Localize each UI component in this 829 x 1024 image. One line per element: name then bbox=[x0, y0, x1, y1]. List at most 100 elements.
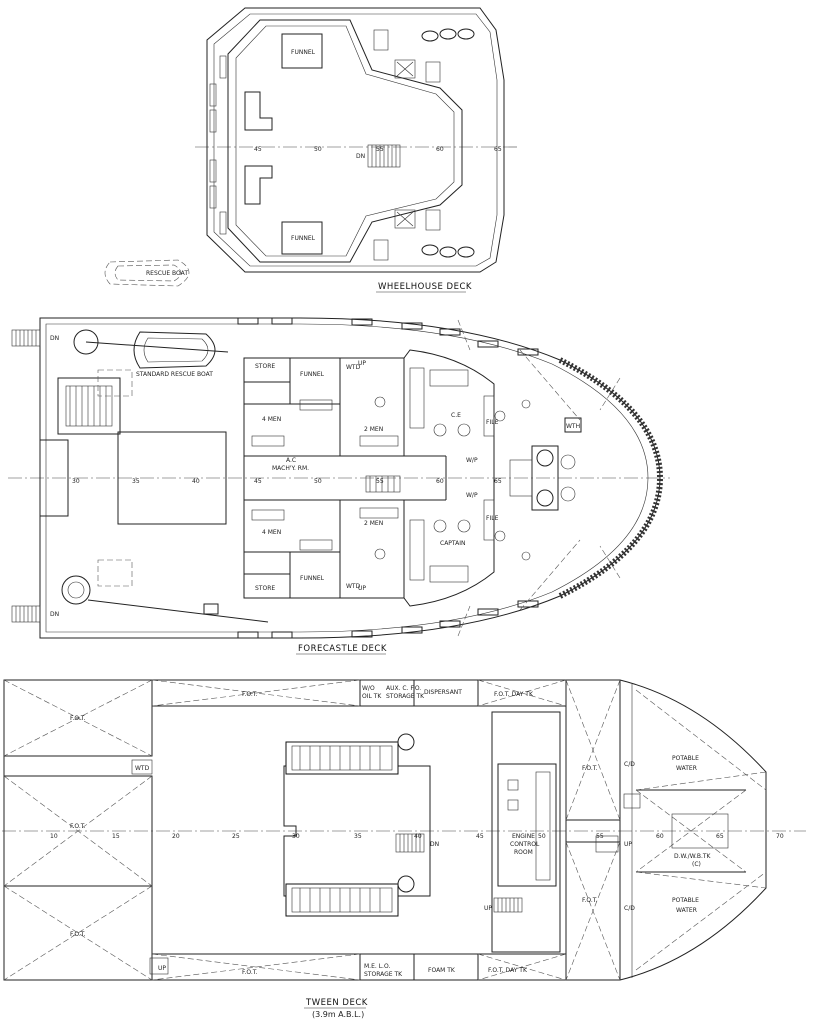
funnel-top-label: FUNNEL bbox=[291, 49, 316, 56]
wheelhouse-frame-numbers: 45 50 55 60 65 bbox=[254, 146, 502, 153]
2-men-top-label: 2 MEN bbox=[364, 426, 383, 433]
fender-pad bbox=[401, 626, 423, 634]
main-engine-port bbox=[285, 733, 415, 775]
wheelhouse-frame-45: 45 bbox=[254, 146, 262, 153]
tween-frame-70: 70 bbox=[776, 833, 784, 840]
wheelhouse-funnel-top bbox=[281, 33, 323, 69]
forecastle-frame-45: 45 bbox=[254, 478, 262, 485]
forecastle-frame-60: 60 bbox=[436, 478, 444, 485]
tween-deck-title: TWEEN DECK bbox=[305, 998, 368, 1008]
fender-pad bbox=[439, 328, 461, 336]
funnel-bottom-room-label: FUNNEL bbox=[300, 575, 325, 582]
rescue-boat-label: RESCUE BOAT bbox=[146, 270, 188, 277]
up-label-fwd: UP bbox=[624, 841, 632, 848]
fot-day-tank-top: F.O.T. DAY TK bbox=[494, 691, 534, 698]
tween-frame-45: 45 bbox=[476, 833, 484, 840]
forecastle-frame-50: 50 bbox=[314, 478, 322, 485]
tween-deck-subtitle: (3.9m A.B.L.) bbox=[312, 1010, 364, 1019]
aux-fo-label-2: STORAGE TK bbox=[386, 693, 425, 700]
fender-pad bbox=[477, 340, 499, 348]
wth-label: WTH bbox=[566, 423, 580, 430]
me-lo-label-2: STORAGE TK bbox=[364, 971, 403, 978]
wheelhouse-frame-60: 60 bbox=[436, 146, 444, 153]
file-label-bottom: FILE bbox=[486, 515, 499, 522]
fender-pad bbox=[271, 631, 293, 639]
wtd-label-tween: WTD bbox=[135, 765, 150, 772]
tween-frame-10: 10 bbox=[50, 833, 58, 840]
wp-label-top: W/P bbox=[466, 457, 478, 464]
forecastle-deck-title: FORECASTLE DECK bbox=[298, 644, 387, 654]
store-bottom-label: STORE bbox=[255, 585, 275, 592]
ecr-label-1: ENGINE bbox=[512, 833, 535, 840]
forecastle-deck-plan: DN DN STANDARD RESCUE BOAT bbox=[8, 317, 670, 655]
fot-top-wing: F.O.T. bbox=[242, 691, 258, 698]
me-lo-label-1: M.E. L.O. bbox=[364, 963, 390, 970]
forecastle-frame-35: 35 bbox=[132, 478, 140, 485]
4-men-top-label: 4 MEN bbox=[262, 416, 281, 423]
potable-water-bottom-2: WATER bbox=[676, 907, 697, 914]
tween-frame-50: 50 bbox=[538, 833, 546, 840]
fot-bottom-wing: F.O.T. bbox=[242, 969, 258, 976]
chief-engineer-label: C.E bbox=[451, 412, 461, 419]
wheelhouse-frame-65: 65 bbox=[494, 146, 502, 153]
forecastle-frame-65: 65 bbox=[494, 478, 502, 485]
fender-pad bbox=[237, 631, 259, 639]
foam-tank-label: FOAM TK bbox=[428, 967, 456, 974]
dispersant-label: DISPERSANT bbox=[424, 689, 462, 696]
fender-pad bbox=[401, 322, 423, 330]
main-engine-starboard bbox=[285, 875, 415, 917]
wheelhouse-frame-50: 50 bbox=[314, 146, 322, 153]
tween-frame-30: 30 bbox=[292, 833, 300, 840]
fender-pad bbox=[271, 317, 293, 325]
fender-pad bbox=[517, 600, 539, 608]
up-label-top: UP bbox=[358, 360, 366, 367]
tween-deck-plan: F.O.T. F.O.T. F.O.T. WTD F.O.T. F.O.T. W… bbox=[2, 679, 806, 1019]
wp-label-bottom: W/P bbox=[466, 492, 478, 499]
standard-rescue-boat-label: STANDARD RESCUE BOAT bbox=[136, 371, 213, 378]
aux-fo-label-1: AUX. C. F.O. bbox=[386, 685, 421, 692]
fot-aft-top: F.O.T. bbox=[70, 715, 86, 722]
wtd-label-top: WTD bbox=[346, 364, 361, 371]
ecr-label-2: CONTROL bbox=[510, 841, 540, 848]
ac-room-label-2: MACH'Y. RM. bbox=[272, 465, 309, 472]
wtd-label: WTD bbox=[346, 583, 361, 590]
fender-pad bbox=[237, 317, 259, 325]
forecastle-frame-55: 55 bbox=[376, 478, 384, 485]
fot-aft-bottom: F.O.T. bbox=[70, 931, 86, 938]
ecr-label-3: ROOM bbox=[514, 849, 533, 856]
dw-wb-tank-label-2: (C) bbox=[692, 861, 701, 868]
wo-tank-label-1: W/O bbox=[362, 685, 375, 692]
forecastle-frame-40: 40 bbox=[192, 478, 200, 485]
tween-frame-15: 15 bbox=[112, 833, 120, 840]
tween-frame-40: 40 bbox=[414, 833, 422, 840]
4-men-bottom-label: 4 MEN bbox=[262, 529, 281, 536]
fender-pad bbox=[517, 348, 539, 356]
fot-fwd-top: F.O.T. bbox=[582, 765, 598, 772]
up-label-tween: UP bbox=[484, 905, 492, 912]
tween-frame-65: 65 bbox=[716, 833, 724, 840]
dn-label-tween: DN bbox=[430, 841, 439, 848]
wo-tank-label-2: OIL TK bbox=[362, 693, 382, 700]
tween-frame-25: 25 bbox=[232, 833, 240, 840]
up-label-tween-aft: UP bbox=[158, 965, 166, 972]
cd-label-top: C/D bbox=[624, 761, 635, 768]
captain-label: CAPTAIN bbox=[440, 540, 465, 547]
wheelhouse-frame-55: 55 bbox=[376, 146, 384, 153]
fender-pad bbox=[439, 620, 461, 628]
ac-room-label-1: A.C bbox=[286, 457, 296, 464]
file-label-top: FILE bbox=[486, 419, 499, 426]
funnel-bottom-label: FUNNEL bbox=[291, 235, 316, 242]
tween-frame-60: 60 bbox=[656, 833, 664, 840]
rescue-boat-sketch: RESCUE BOAT bbox=[104, 259, 190, 287]
potable-water-bottom-1: POTABLE bbox=[672, 897, 699, 904]
store-top-label: STORE bbox=[255, 363, 275, 370]
dn-label-bottom: DN bbox=[50, 611, 59, 618]
dn-label-top: DN bbox=[50, 335, 59, 342]
fender-pad bbox=[477, 608, 499, 616]
potable-water-top-2: WATER bbox=[676, 765, 697, 772]
fender-pad bbox=[351, 318, 373, 326]
wheelhouse-funnel-bottom bbox=[281, 221, 323, 255]
